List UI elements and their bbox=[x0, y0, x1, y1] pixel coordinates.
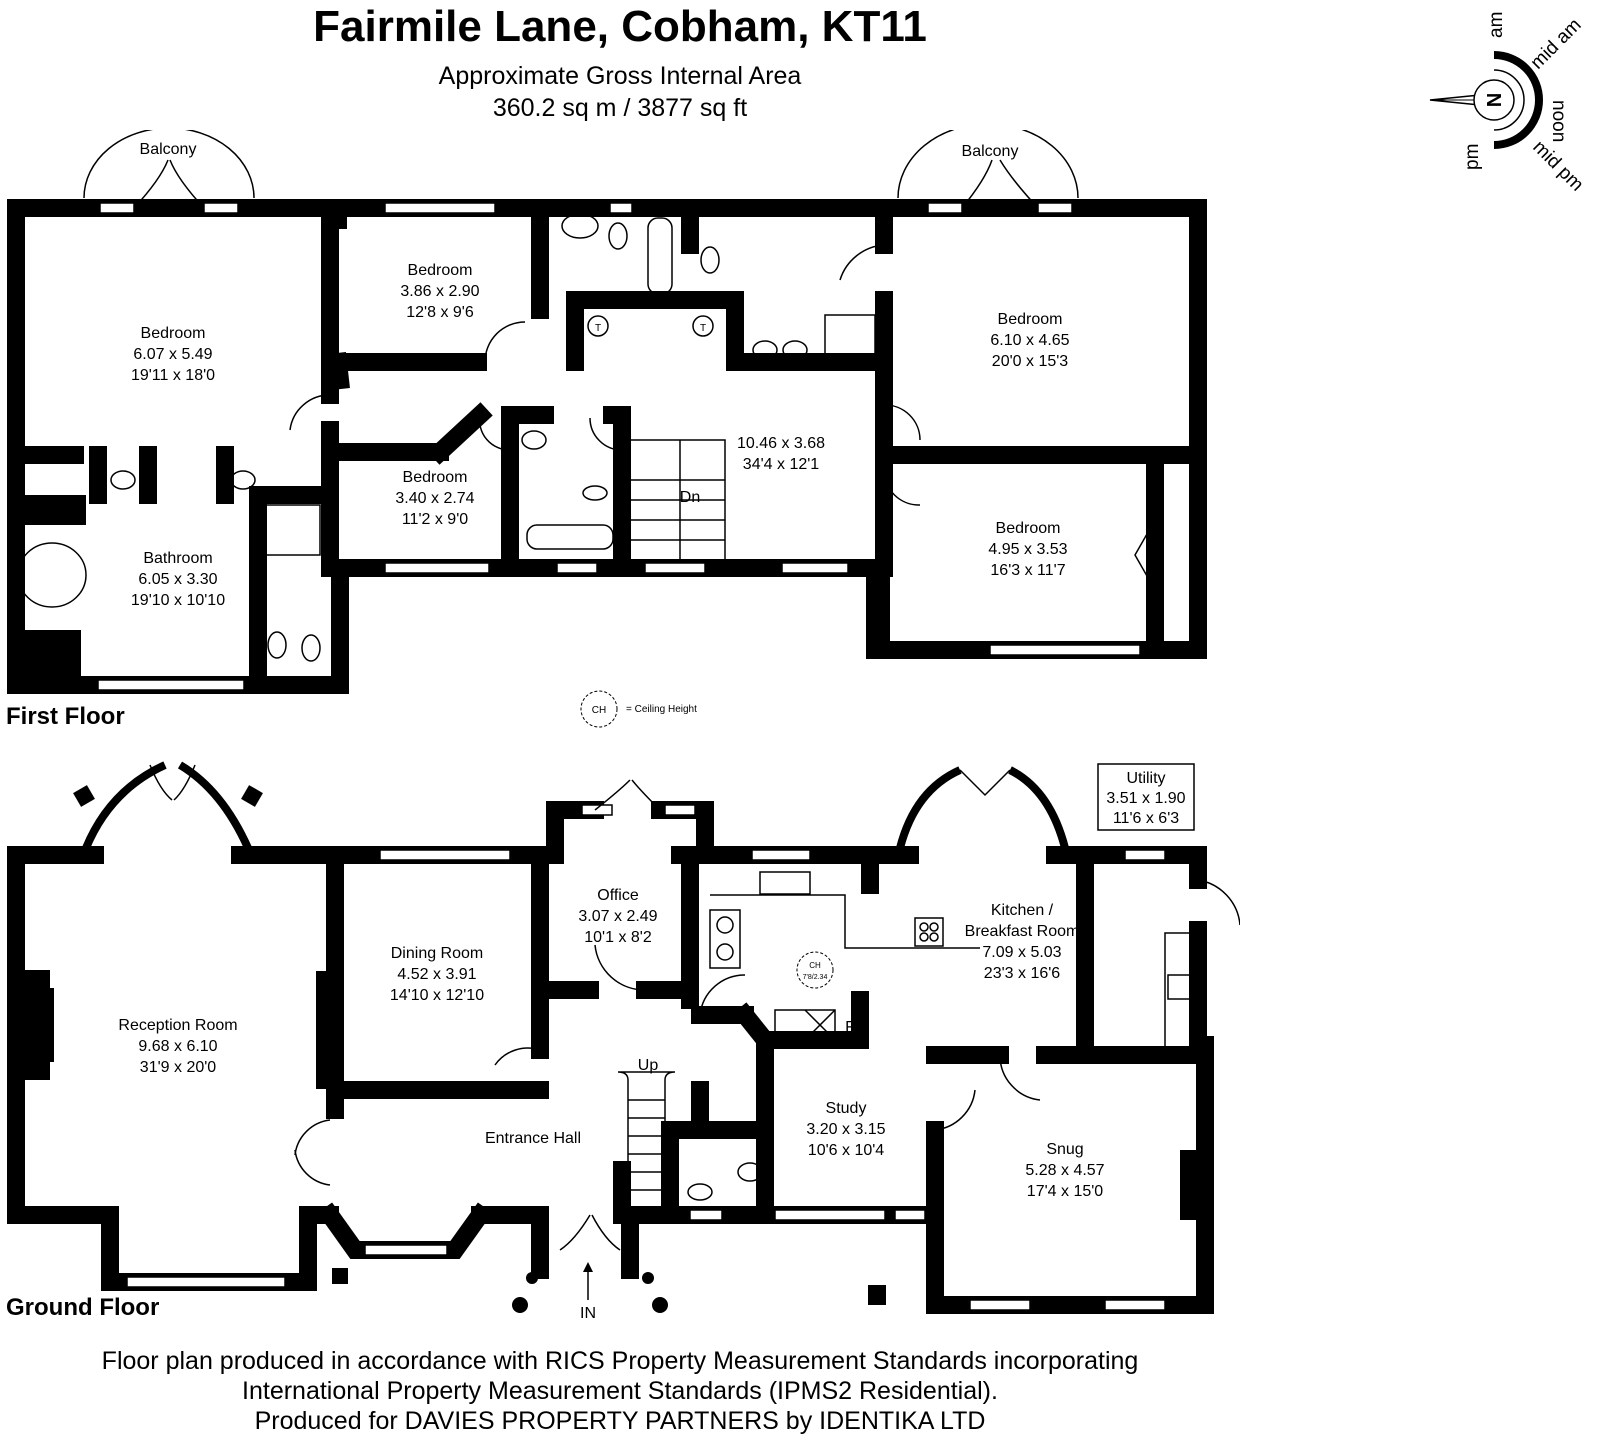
svg-text:19'10 x 10'10: 19'10 x 10'10 bbox=[131, 592, 225, 609]
legend-symbol: CH bbox=[592, 705, 606, 716]
svg-text:4.52 x 3.91: 4.52 x 3.91 bbox=[397, 966, 476, 983]
svg-text:Bathroom: Bathroom bbox=[143, 550, 212, 567]
gf-entrance-hall-label: Entrance Hall bbox=[485, 1130, 581, 1147]
svg-text:Bedroom: Bedroom bbox=[408, 262, 473, 279]
balcony-left bbox=[83, 130, 255, 199]
svg-text:3.51 x 1.90: 3.51 x 1.90 bbox=[1106, 790, 1185, 807]
ff-room-bedroom-2: Bedroom 3.86 x 2.90 12'8 x 9'6 bbox=[400, 262, 479, 321]
compass-pm: pm bbox=[1462, 144, 1483, 170]
stairs-down bbox=[629, 439, 726, 561]
balcony-right bbox=[897, 130, 1079, 199]
compass-mid-pm: mid pm bbox=[1528, 137, 1587, 196]
ff-room-bathroom: Bathroom 6.05 x 3.30 19'10 x 10'10 bbox=[131, 550, 225, 609]
ceiling-height-symbol: CH bbox=[809, 961, 821, 970]
svg-text:31'9 x 20'0: 31'9 x 20'0 bbox=[140, 1059, 216, 1076]
svg-text:Bedroom: Bedroom bbox=[998, 311, 1063, 328]
plan-title: Fairmile Lane, Cobham, KT11 bbox=[313, 2, 927, 51]
stairs-up-label: Up bbox=[638, 1057, 659, 1074]
gf-room-snug: Snug 5.28 x 4.57 17'4 x 15'0 bbox=[1025, 1141, 1104, 1200]
svg-text:14'10 x 12'10: 14'10 x 12'10 bbox=[390, 987, 484, 1004]
compass-noon: noon bbox=[1548, 100, 1569, 142]
svg-text:7.09 x 5.03: 7.09 x 5.03 bbox=[982, 944, 1061, 961]
legend-text: = Ceiling Height bbox=[626, 704, 697, 715]
gf-room-reception: Reception Room 9.68 x 6.10 31'9 x 20'0 bbox=[118, 1017, 237, 1076]
ff-room-bedroom-5: Bedroom 4.95 x 3.53 16'3 x 11'7 bbox=[988, 520, 1067, 579]
svg-text:12'8 x 9'6: 12'8 x 9'6 bbox=[406, 304, 474, 321]
compass-am: am bbox=[1486, 12, 1507, 38]
gf-room-study: Study 3.20 x 3.15 10'6 x 10'4 bbox=[806, 1100, 885, 1159]
svg-text:3.07 x 2.49: 3.07 x 2.49 bbox=[578, 908, 657, 925]
gf-room-kitchen: Kitchen / Breakfast Room 7.09 x 5.03 23'… bbox=[965, 902, 1080, 982]
footer-line-3: Produced for DAVIES PROPERTY PARTNERS by… bbox=[254, 1407, 986, 1435]
area-value: 360.2 sq m / 3877 sq ft bbox=[492, 94, 748, 122]
footer-line-1: Floor plan produced in accordance with R… bbox=[101, 1347, 1139, 1375]
ceiling-height-legend: CH = Ceiling Height bbox=[580, 690, 697, 728]
svg-text:10.46 x 3.68: 10.46 x 3.68 bbox=[737, 435, 825, 452]
ceiling-height-value: 7'8/2.34 bbox=[803, 974, 828, 981]
svg-text:5.28 x 4.57: 5.28 x 4.57 bbox=[1025, 1162, 1104, 1179]
balcony-left-label: Balcony bbox=[140, 141, 197, 158]
svg-text:Office: Office bbox=[597, 887, 639, 904]
tank-label-1: T bbox=[595, 323, 601, 334]
svg-text:Bedroom: Bedroom bbox=[996, 520, 1061, 537]
first-floor-label: First Floor bbox=[6, 703, 125, 730]
svg-text:17'4 x 15'0: 17'4 x 15'0 bbox=[1027, 1183, 1103, 1200]
balcony-right-label: Balcony bbox=[962, 143, 1019, 160]
svg-text:34'4 x 12'1: 34'4 x 12'1 bbox=[743, 456, 819, 473]
svg-text:6.05 x 3.30: 6.05 x 3.30 bbox=[138, 571, 217, 588]
svg-text:9.68 x 6.10: 9.68 x 6.10 bbox=[138, 1038, 217, 1055]
ground-floor-label: Ground Floor bbox=[6, 1294, 160, 1321]
ff-room-landing: 10.46 x 3.68 34'4 x 12'1 bbox=[737, 435, 825, 473]
ff-room-bedroom-1: Bedroom 6.07 x 5.49 19'11 x 18'0 bbox=[131, 325, 215, 384]
first-floor-plan: Balcony Balcony bbox=[7, 130, 1207, 694]
svg-text:6.10 x 4.65: 6.10 x 4.65 bbox=[990, 332, 1069, 349]
footer-line-2: International Property Measurement Stand… bbox=[242, 1377, 998, 1405]
svg-text:10'1 x 8'2: 10'1 x 8'2 bbox=[584, 929, 652, 946]
ground-floor-plan: Up F CH 7'8/2.34 IN Reception Room 9.68 … bbox=[7, 761, 1240, 1320]
compass-mid-am: mid am bbox=[1527, 15, 1586, 74]
fridge-label: F bbox=[845, 1019, 855, 1036]
gf-room-dining: Dining Room 4.52 x 3.91 14'10 x 12'10 bbox=[390, 945, 484, 1004]
area-label: Approximate Gross Internal Area bbox=[438, 62, 802, 90]
stairs-dn-label: Dn bbox=[680, 489, 700, 506]
svg-text:Study: Study bbox=[826, 1100, 867, 1117]
compass-icon: N am mid am noon mid pm pm bbox=[1429, 12, 1587, 196]
gf-room-utility: Utility 3.51 x 1.90 11'6 x 6'3 bbox=[1097, 763, 1195, 831]
svg-text:Breakfast Room: Breakfast Room bbox=[965, 923, 1080, 940]
svg-text:10'6 x 10'4: 10'6 x 10'4 bbox=[808, 1142, 884, 1159]
ff-room-bedroom-3: Bedroom 6.10 x 4.65 20'0 x 15'3 bbox=[990, 311, 1069, 370]
svg-text:Bedroom: Bedroom bbox=[403, 469, 468, 486]
svg-text:11'6 x 6'3: 11'6 x 6'3 bbox=[1113, 810, 1179, 827]
svg-text:23'3 x 16'6: 23'3 x 16'6 bbox=[984, 965, 1060, 982]
compass-north: N bbox=[1482, 93, 1504, 107]
svg-text:Dining Room: Dining Room bbox=[391, 945, 483, 962]
svg-text:20'0 x 15'3: 20'0 x 15'3 bbox=[992, 353, 1068, 370]
svg-text:19'11 x 18'0: 19'11 x 18'0 bbox=[131, 367, 215, 384]
gf-room-office: Office 3.07 x 2.49 10'1 x 8'2 bbox=[578, 887, 657, 946]
svg-text:Snug: Snug bbox=[1046, 1141, 1083, 1158]
svg-text:6.07 x 5.49: 6.07 x 5.49 bbox=[133, 346, 212, 363]
svg-text:3.40 x 2.74: 3.40 x 2.74 bbox=[395, 490, 474, 507]
svg-text:Utility: Utility bbox=[1126, 770, 1165, 787]
svg-text:4.95 x 3.53: 4.95 x 3.53 bbox=[988, 541, 1067, 558]
svg-text:Bedroom: Bedroom bbox=[141, 325, 206, 342]
svg-text:11'2 x 9'0: 11'2 x 9'0 bbox=[402, 511, 468, 528]
tank-label-2: T bbox=[700, 323, 706, 334]
entry-label: IN bbox=[580, 1305, 596, 1320]
svg-text:3.20 x 3.15: 3.20 x 3.15 bbox=[806, 1121, 885, 1138]
svg-text:Kitchen /: Kitchen / bbox=[991, 902, 1054, 919]
svg-text:Reception Room: Reception Room bbox=[118, 1017, 237, 1034]
ff-room-bedroom-4: Bedroom 3.40 x 2.74 11'2 x 9'0 bbox=[395, 469, 474, 528]
svg-text:16'3 x 11'7: 16'3 x 11'7 bbox=[990, 562, 1065, 579]
stairs-up bbox=[617, 1071, 676, 1211]
svg-text:3.86 x 2.90: 3.86 x 2.90 bbox=[400, 283, 479, 300]
